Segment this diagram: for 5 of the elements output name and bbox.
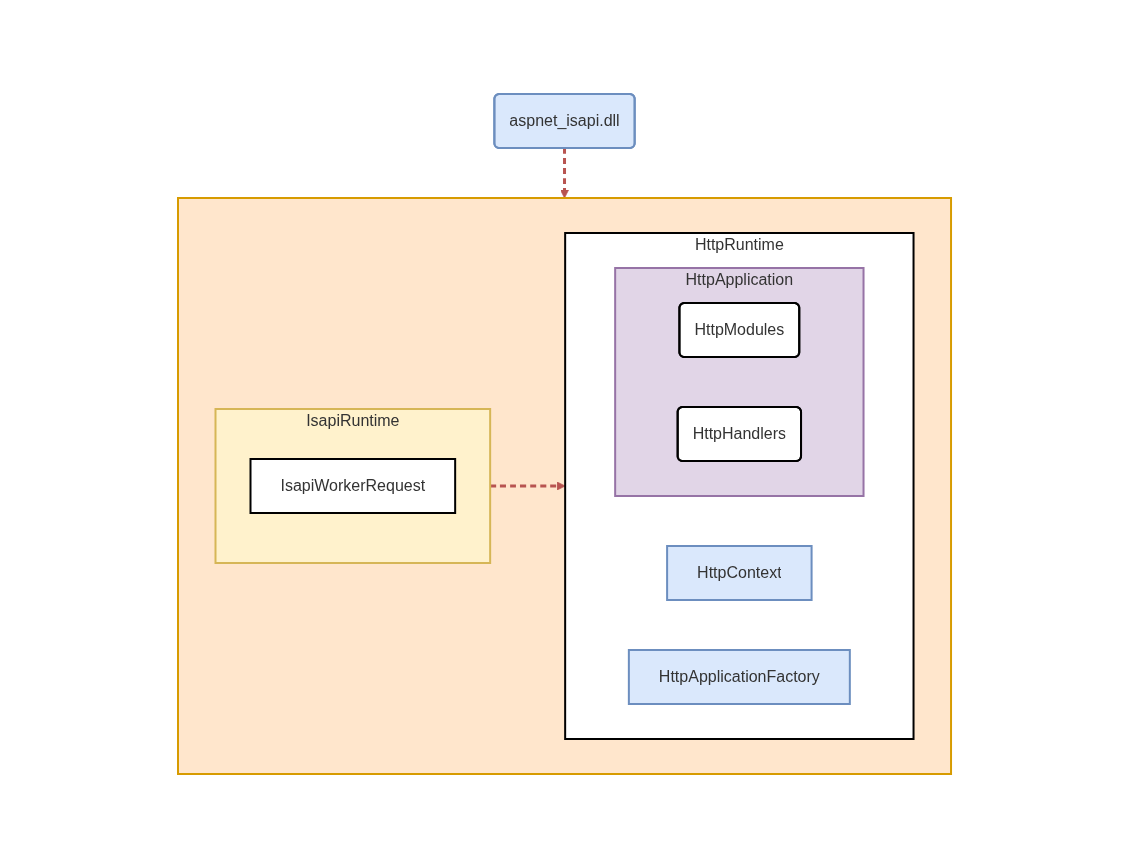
node-box: HttpContext <box>666 545 814 601</box>
arrow <box>560 148 570 199</box>
node-box: IsapiWorkerRequest <box>250 458 457 514</box>
node-box: HttpApplicationFactory <box>628 649 852 705</box>
cluster <box>177 197 953 775</box>
